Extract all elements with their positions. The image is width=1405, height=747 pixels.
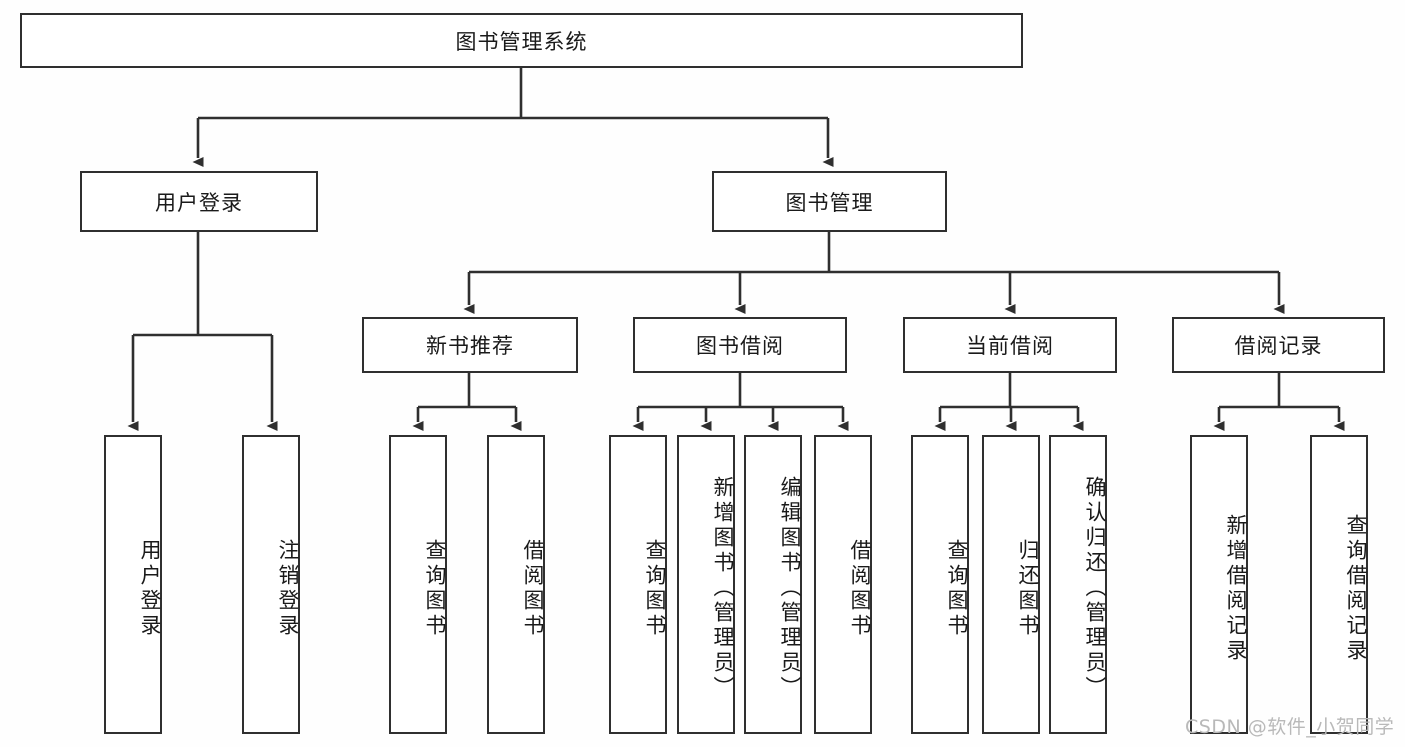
node-label: 查询图书	[945, 538, 969, 639]
node-current-borrow[interactable]: 当前借阅	[903, 317, 1117, 373]
node-borrow-record[interactable]: 借阅记录	[1172, 317, 1385, 373]
node-leaf-query-borrow-record[interactable]: 查询借阅记录	[1310, 435, 1368, 734]
node-leaf-borrow-book-2[interactable]: 借阅图书	[814, 435, 872, 734]
node-label: 查询图书	[643, 538, 667, 639]
csdn-watermark: CSDN @软件_小贺同学	[1185, 716, 1395, 738]
node-leaf-logout[interactable]: 注销登录	[242, 435, 300, 734]
node-label: 图书管理系统	[455, 29, 588, 54]
node-label: 查询借阅记录	[1344, 513, 1368, 664]
node-leaf-query-book-2[interactable]: 查询图书	[609, 435, 667, 734]
node-label: 图书借阅	[696, 334, 784, 358]
node-leaf-user-login[interactable]: 用户登录	[104, 435, 162, 734]
node-label: 确认归还（管理员）	[1083, 476, 1107, 701]
node-label: 新书推荐	[426, 334, 514, 358]
node-leaf-confirm-return[interactable]: 确认归还（管理员）	[1049, 435, 1107, 734]
node-book-manage[interactable]: 图书管理	[712, 171, 947, 232]
node-leaf-query-book-3[interactable]: 查询图书	[911, 435, 969, 734]
node-label: 新增图书（管理员）	[711, 476, 735, 701]
node-label: 注销登录	[276, 538, 300, 639]
node-book-borrow[interactable]: 图书借阅	[633, 317, 847, 373]
node-label: 编辑图书（管理员）	[778, 476, 802, 701]
node-leaf-edit-book[interactable]: 编辑图书（管理员）	[744, 435, 802, 734]
node-label: 借阅图书	[521, 538, 545, 639]
node-label: 查询图书	[423, 538, 447, 639]
node-user-login[interactable]: 用户登录	[80, 171, 318, 232]
node-label: 归还图书	[1016, 538, 1040, 639]
node-root-system[interactable]: 图书管理系统	[20, 13, 1023, 68]
node-leaf-query-book-1[interactable]: 查询图书	[389, 435, 447, 734]
node-label: 新增借阅记录	[1224, 513, 1248, 664]
node-new-book-recommend[interactable]: 新书推荐	[362, 317, 578, 373]
node-label: 当前借阅	[966, 334, 1054, 358]
node-leaf-add-book[interactable]: 新增图书（管理员）	[677, 435, 735, 734]
node-label: 用户登录	[138, 538, 162, 639]
node-label: 借阅记录	[1234, 334, 1323, 358]
node-leaf-add-borrow-record[interactable]: 新增借阅记录	[1190, 435, 1248, 734]
node-label: 用户登录	[155, 190, 243, 215]
node-label: 图书管理	[785, 190, 874, 215]
node-label: 借阅图书	[848, 538, 872, 639]
node-leaf-return-book[interactable]: 归还图书	[982, 435, 1040, 734]
node-leaf-borrow-book-1[interactable]: 借阅图书	[487, 435, 545, 734]
